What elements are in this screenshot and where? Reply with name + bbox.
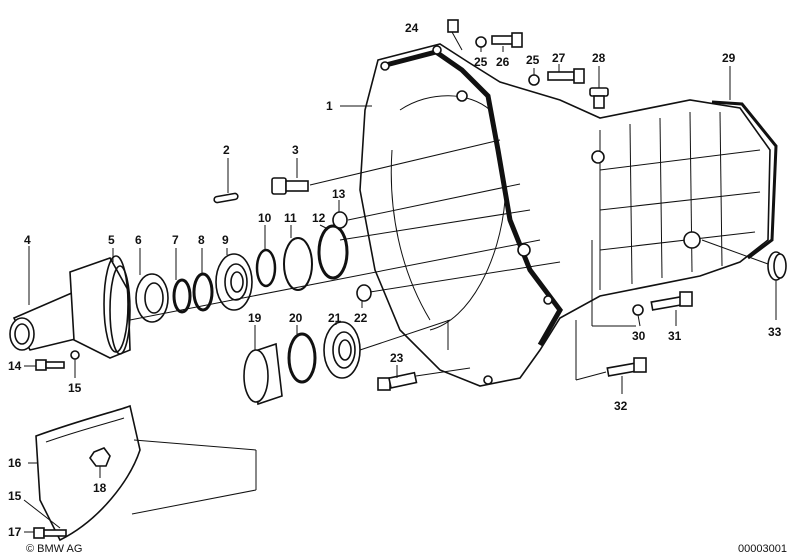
label-7: 7 bbox=[172, 233, 179, 247]
label-18: 18 bbox=[93, 481, 107, 495]
label-29: 29 bbox=[722, 51, 736, 65]
part-23-bolt bbox=[377, 371, 418, 391]
figure-id: 00003001 bbox=[738, 543, 787, 555]
part-5-ring bbox=[109, 265, 131, 355]
label-25b: 25 bbox=[526, 53, 540, 67]
label-23: 23 bbox=[390, 351, 404, 365]
label-13: 13 bbox=[332, 187, 346, 201]
label-25: 25 bbox=[474, 55, 488, 69]
part-16-cover-plate bbox=[35, 404, 141, 542]
label-22: 22 bbox=[354, 311, 368, 325]
label-1: 1 bbox=[326, 99, 333, 113]
label-12: 12 bbox=[312, 211, 326, 225]
label-28: 28 bbox=[592, 51, 606, 65]
label-21: 21 bbox=[328, 311, 342, 325]
part-12-circlip bbox=[317, 224, 349, 280]
label-30: 30 bbox=[632, 329, 646, 343]
label-15b: 15 bbox=[8, 489, 22, 503]
part-24-screw bbox=[447, 19, 459, 33]
part-25b-washer bbox=[528, 74, 540, 86]
part-27-bolt bbox=[547, 68, 585, 84]
label-32: 32 bbox=[614, 399, 628, 413]
label-3: 3 bbox=[292, 143, 299, 157]
label-11: 11 bbox=[284, 211, 297, 225]
transmission-housing bbox=[359, 43, 778, 387]
label-6: 6 bbox=[135, 233, 142, 247]
part-11-shim bbox=[283, 237, 313, 291]
part-13-plug bbox=[332, 211, 348, 229]
label-33: 33 bbox=[768, 325, 782, 339]
part-14-bolt bbox=[35, 359, 65, 371]
label-27: 27 bbox=[552, 51, 566, 65]
leader-lines bbox=[23, 31, 777, 533]
gearbox-ribs bbox=[599, 111, 761, 290]
part-6-seal bbox=[135, 273, 169, 323]
label-19: 19 bbox=[248, 311, 262, 325]
label-8: 8 bbox=[198, 233, 205, 247]
part-31-bolt bbox=[650, 291, 693, 311]
label-5: 5 bbox=[108, 233, 115, 247]
label-14: 14 bbox=[8, 359, 22, 373]
part-30-washer bbox=[632, 304, 644, 316]
label-20: 20 bbox=[289, 311, 303, 325]
label-15: 15 bbox=[68, 381, 82, 395]
part-25-washer bbox=[475, 36, 487, 48]
part-15-washer bbox=[70, 350, 80, 360]
part-7-circlip bbox=[172, 278, 192, 314]
label-9: 9 bbox=[222, 233, 229, 247]
part-8-circlip bbox=[192, 272, 214, 312]
label-10: 10 bbox=[258, 211, 272, 225]
part-10-washer bbox=[255, 248, 277, 288]
part-32-bolt bbox=[606, 357, 647, 377]
part-19-cap bbox=[243, 342, 283, 406]
part-33-plug bbox=[767, 251, 787, 281]
part-4-guide-tube bbox=[9, 255, 131, 359]
label-31: 31 bbox=[668, 329, 682, 343]
part-2-pin bbox=[213, 192, 239, 204]
part-9-bearing bbox=[215, 253, 253, 311]
label-24: 24 bbox=[405, 21, 419, 35]
part-18-nut bbox=[89, 447, 111, 467]
part-26-bolt bbox=[491, 32, 523, 48]
label-17: 17 bbox=[8, 525, 22, 539]
part-22-plug bbox=[356, 284, 372, 302]
label-16: 16 bbox=[8, 456, 22, 470]
label-4: 4 bbox=[24, 233, 31, 247]
part-17-bolt bbox=[33, 527, 67, 539]
copyright-text: © BMW AG bbox=[26, 543, 82, 555]
label-26: 26 bbox=[496, 55, 510, 69]
part-20-circlip bbox=[287, 332, 317, 384]
part-21-bearing bbox=[323, 321, 361, 379]
part-3-bolt bbox=[271, 177, 309, 195]
part-28-breather bbox=[589, 87, 609, 109]
part-labels: 1 2 3 4 5 6 7 8 9 10 11 12 13 14 15 16 1… bbox=[8, 21, 782, 539]
label-2: 2 bbox=[223, 143, 230, 157]
